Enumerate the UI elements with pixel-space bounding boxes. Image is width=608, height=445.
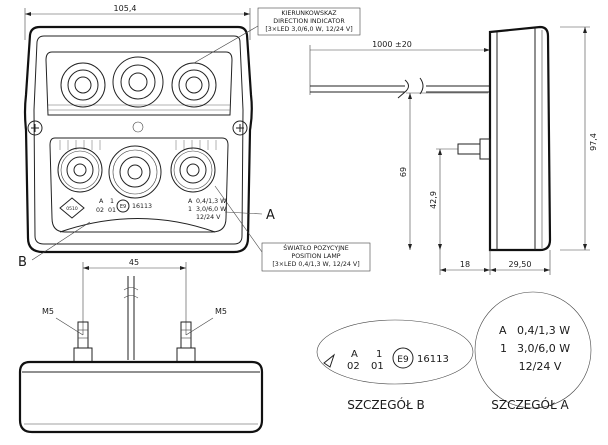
plate-num-01: 01	[108, 207, 116, 214]
callout-position: ŚWIATŁO POZYCYJNE POSITION LAMP [3×LED 0…	[214, 185, 371, 272]
side-view: 1000 ±20 97,4 69 42,9	[309, 25, 598, 275]
direction-line3: [3×LED 3,0/6,0 W, 12/24 V]	[265, 26, 352, 33]
detail-a: A 0,4/1,3 W 1 3,0/6,0 W 12/24 V SZCZEGÓŁ…	[474, 291, 592, 412]
plate-right-volt: 12/24 V	[196, 214, 221, 221]
upper-led-left	[60, 62, 106, 108]
detail-b-01: 01	[371, 361, 384, 372]
dim-29-50: 29,50	[509, 260, 532, 269]
detail-a-line2-value: 3,0/6,0 W	[517, 342, 570, 355]
upper-led-right	[171, 62, 217, 108]
callout-direction: KIERUNKOWSKAZ DIRECTION INDICATOR [3×LED…	[193, 7, 361, 64]
detail-b-e-mark: E9	[397, 355, 409, 365]
stud-right-label: M5	[215, 307, 227, 316]
detail-a-title: SZCZEGÓŁ A	[491, 397, 569, 412]
plate-letter-a: A	[99, 198, 104, 205]
dim-42-9: 42,9	[429, 191, 438, 209]
cable-length-dim: 1000 ±20	[372, 40, 412, 49]
housing-outline	[23, 25, 253, 254]
label-a: A	[266, 208, 275, 223]
plate-e-mark: E9	[120, 204, 126, 210]
plate-right-a-val: 0,4/1,3 W	[196, 198, 227, 205]
dim-69: 69	[399, 167, 408, 177]
direction-line1: KIERUNKOWSKAZ	[281, 10, 337, 17]
plate-num-02: 02	[96, 207, 104, 214]
height-dim: 97,4	[589, 133, 598, 151]
position-line1: ŚWIATŁO POZYCYJNE	[283, 243, 349, 252]
lower-led-right	[170, 147, 216, 193]
detail-a-line3: 12/24 V	[519, 360, 562, 373]
upper-led-center	[112, 56, 164, 108]
plate-right-a: A	[188, 198, 193, 205]
plate-num-1: 1	[110, 198, 114, 205]
position-line3: [3×LED 0,4/1,3 W, 12/24 V]	[272, 261, 359, 268]
position-line2: POSITION LAMP	[291, 253, 340, 260]
plate-right-1-val: 3,0/6,0 W	[196, 206, 227, 213]
detail-b-title: SZCZEGÓŁ B	[347, 397, 425, 412]
lower-led-left	[57, 147, 103, 193]
detail-a-line1-letter: A	[499, 324, 507, 337]
detail-b-02: 02	[347, 361, 360, 372]
front-view: 105,4	[18, 4, 275, 270]
stud-left-label: M5	[42, 307, 54, 316]
side-body	[488, 25, 552, 252]
detail-b-approval: 16113	[417, 354, 449, 365]
stud-spacing-dim: 45	[129, 258, 139, 267]
detail-a-line2-letter: 1	[500, 342, 507, 355]
detail-b-1: 1	[376, 349, 382, 360]
plate-approval: 16113	[132, 203, 152, 210]
screw-right	[232, 120, 248, 136]
label-b: B	[18, 255, 27, 270]
lower-lens-bay	[49, 137, 229, 233]
plate-right-1: 1	[188, 206, 192, 213]
detail-b: A 1 02 01 E9 16113 SZCZEGÓŁ B	[316, 319, 474, 412]
front-width-dim: 105,4	[114, 4, 137, 13]
screw-left	[27, 120, 43, 136]
upper-lens-bay	[45, 51, 233, 116]
direction-line2: DIRECTION INDICATOR	[273, 18, 345, 25]
approval-plate: 0510 A 1 02 01 E9 16113 A 0,4/1,3 W 1 3,…	[59, 197, 227, 221]
detail-a-line1-value: 0,4/1,3 W	[517, 324, 570, 337]
bottom-body	[18, 360, 264, 434]
ribbing	[59, 140, 217, 150]
plate-code: 0510	[66, 206, 78, 212]
bottom-view: 45 M5 M5	[18, 258, 264, 434]
dim-18: 18	[460, 260, 470, 269]
lower-led-center	[108, 145, 162, 199]
detail-b-a: A	[351, 349, 358, 360]
